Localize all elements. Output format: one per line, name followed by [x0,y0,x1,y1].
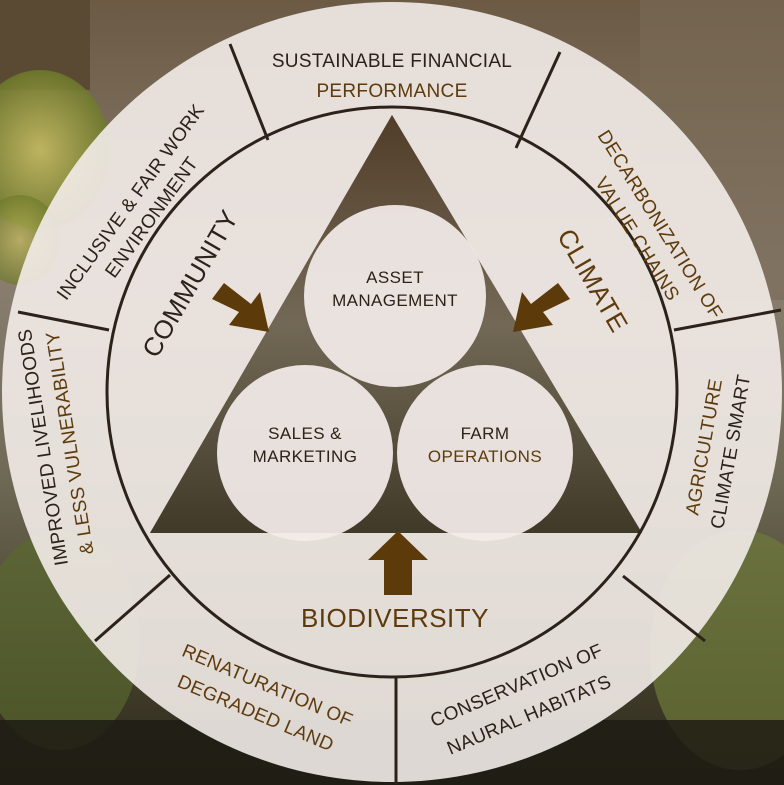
divider-line [228,43,270,141]
sales-marketing-circle [217,365,393,541]
divider-line [94,573,171,643]
inner-ring-boundary [105,105,679,679]
divider-line [673,308,782,332]
asset-label-line1: ASSET [366,268,424,287]
divider-line [622,574,706,643]
farm-operations-circle [397,365,573,541]
asset-label-line2: MANAGEMENT [332,291,458,310]
ring-label-sustainable-financial-performance-line2: PERFORMANCE [316,81,467,102]
asset-management-circle [304,205,486,387]
divider-line [17,310,110,332]
farm-label-line2: OPERATIONS [428,447,542,466]
climate-arrow [513,283,570,332]
divider-line [514,51,562,149]
community-arrow [212,283,269,332]
arrows [212,283,570,595]
ring-label-sustainable-financial-performance-line1: SUSTAINABLE FINANCIAL [272,51,512,72]
sales-label-line2: MARKETING [253,447,358,466]
sales-label-line1: SALES & [268,424,342,443]
ring-dividers [17,43,782,784]
biodiversity-label: BIODIVERSITY [301,603,489,633]
farm-label-line1: FARM [461,424,510,443]
biodiversity-arrow [368,531,428,595]
ring-labels: SUSTAINABLE FINANCIALPERFORMANCEDECARBON… [15,51,756,760]
